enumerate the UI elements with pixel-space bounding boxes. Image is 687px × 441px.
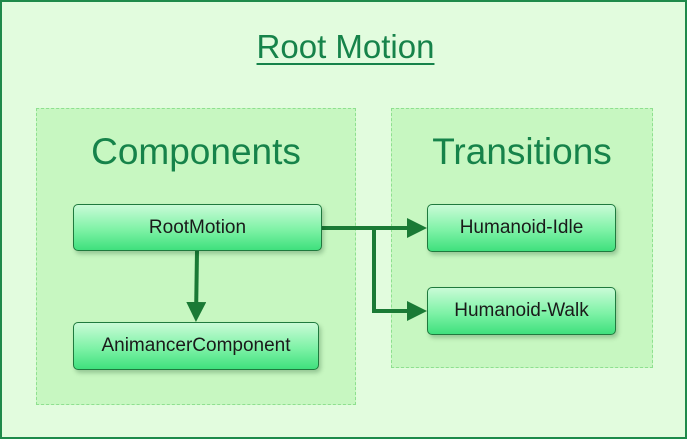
components-panel-title: Components: [91, 131, 301, 172]
diagram-title: Root Motion: [256, 28, 435, 65]
transitions-panel-title: Transitions: [432, 131, 612, 172]
node-humanoid-idle[interactable]: Humanoid-Idle: [427, 204, 616, 252]
node-humanoid-walk[interactable]: Humanoid-Walk: [427, 287, 616, 335]
node-rootmotion[interactable]: RootMotion: [73, 204, 322, 251]
node-animancer-component[interactable]: AnimancerComponent: [73, 322, 319, 370]
